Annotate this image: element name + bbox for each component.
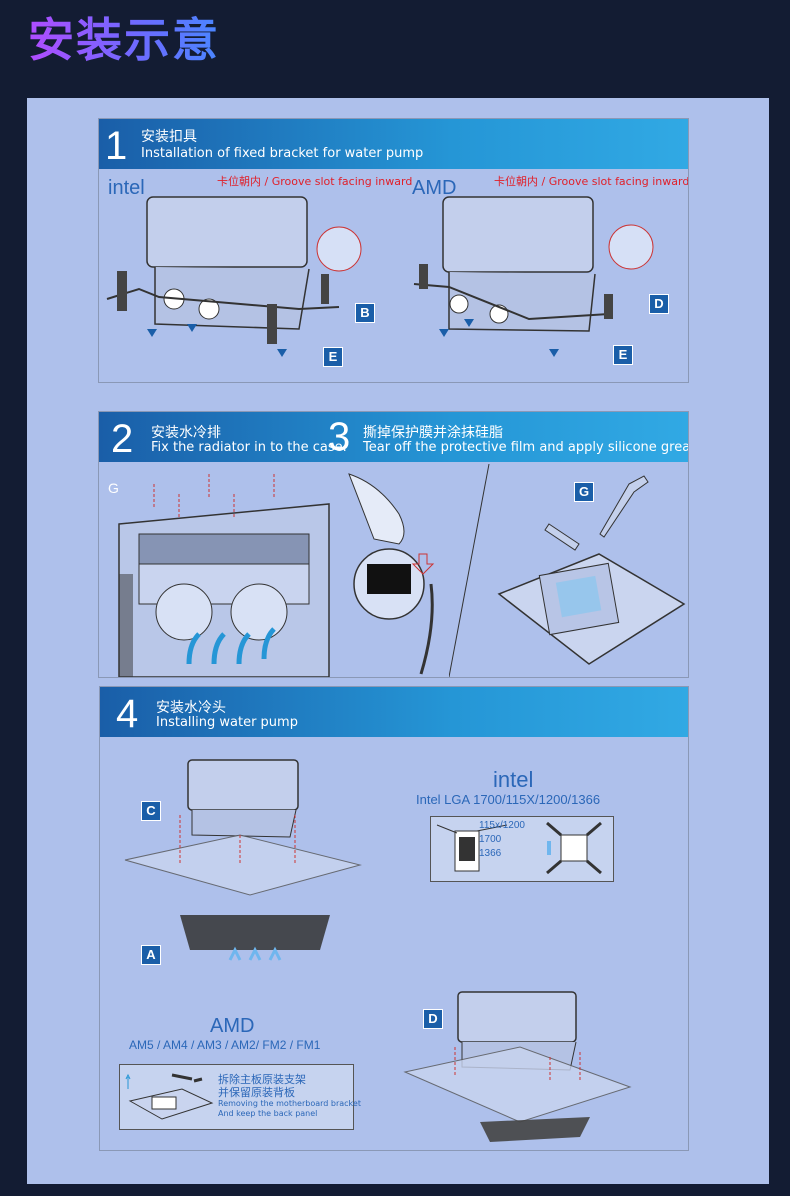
intel-pump-install-illustration <box>124 759 362 961</box>
socket-option-2: 1700 <box>479 834 502 845</box>
amd-pump-install-illustration <box>403 991 632 1142</box>
grease-tag-g: G <box>574 482 594 502</box>
step2-title-cn: 安装水冷排 <box>151 425 221 441</box>
step2-3-panel: 2 安装水冷排 Fix the radiator in to the case.… <box>98 411 689 678</box>
grease-illustration <box>449 464 686 677</box>
part-tag-d: D <box>649 294 669 314</box>
screw-label-g: G <box>108 480 119 496</box>
step1-title-cn: 安装扣具 <box>141 129 197 145</box>
amd-note-cn-2: 并保留原装背板 <box>218 1086 295 1099</box>
step3-title-cn: 撕掉保护膜并涂抹硅脂 <box>363 425 503 441</box>
step4-number: 4 <box>116 692 139 736</box>
intel-socket-list: Intel LGA 1700/115X/1200/1366 <box>416 792 601 807</box>
step1-title-en: Installation of fixed bracket for water … <box>141 146 424 161</box>
step4-header: 4 安装水冷头 Installing water pump <box>100 687 688 737</box>
amd-note-en-2: And keep the back panel <box>218 1109 318 1118</box>
step4-panel: 4 安装水冷头 Installing water pump C A intel … <box>99 686 689 1151</box>
bracket-top-view-illustration <box>546 821 602 875</box>
amd-note-cn-1: 拆除主板原装支架 <box>218 1073 306 1086</box>
intel-label-4: intel <box>493 767 534 792</box>
step4-title-en: Installing water pump <box>156 715 298 730</box>
part-tag-b: B <box>355 303 375 323</box>
step3-title-en: Tear off the protective film and apply s… <box>363 440 689 455</box>
step3-number: 3 <box>328 415 351 459</box>
amd-bracket-note: 拆除主板原装支架 并保留原装背板 Removing the motherboar… <box>119 1064 361 1130</box>
groove-note-left: 卡位朝内 / Groove slot facing inward <box>217 175 413 188</box>
socket-chip-illustration <box>436 824 508 872</box>
part-tag-a: A <box>141 945 161 965</box>
socket-option-1: 115x/1200 <box>479 820 525 831</box>
socket-option-3: 1366 <box>479 848 502 859</box>
step1-header: 1 安装扣具 Installation of fixed bracket for… <box>99 119 688 169</box>
page-title: 安装示意 <box>28 8 220 72</box>
step2-3-header: 2 安装水冷排 Fix the radiator in to the case.… <box>99 412 688 462</box>
groove-note-right: 卡位朝内 / Groove slot facing inward <box>494 175 689 188</box>
instruction-board: 1 安装扣具 Installation of fixed bracket for… <box>27 98 769 1184</box>
part-tag-d-amd: D <box>423 1009 443 1029</box>
part-tag-e-right: E <box>613 345 633 365</box>
intel-bracket-illustration <box>106 196 362 357</box>
pump-film-illustration <box>348 473 435 675</box>
amd-bracket-illustration <box>413 196 654 357</box>
part-tag-c: C <box>141 801 161 821</box>
amd-bracket-removal-illustration <box>125 1073 214 1120</box>
step1-number: 1 <box>105 124 128 168</box>
amd-label-4: AMD <box>210 1015 255 1037</box>
step2-title-en: Fix the radiator in to the case. <box>151 440 347 455</box>
amd-socket-list: AM5 / AM4 / AM3 / AM2/ FM2 / FM1 <box>129 1038 321 1052</box>
intel-socket-diagram: 115x/1200 1700 1366 <box>430 816 614 882</box>
intel-label: intel <box>108 177 145 199</box>
part-tag-e-left: E <box>323 347 343 367</box>
step2-number: 2 <box>111 417 134 461</box>
amd-note-en-1: Removing the motherboard bracket <box>218 1099 361 1108</box>
step4-title-cn: 安装水冷头 <box>156 700 226 716</box>
step1-panel: 1 安装扣具 Installation of fixed bracket for… <box>98 118 689 383</box>
radiator-illustration <box>118 474 330 677</box>
amd-label: AMD <box>412 177 457 199</box>
